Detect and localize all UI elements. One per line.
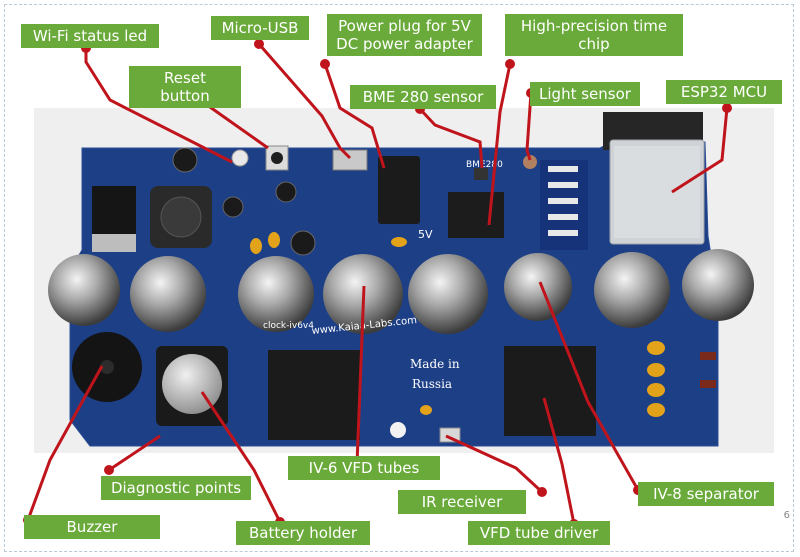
pointer-lines xyxy=(26,43,729,525)
page-number: 6 xyxy=(783,510,790,521)
label-battery-holder: Battery holder xyxy=(236,521,370,545)
label-micro-usb: Micro-USB xyxy=(211,16,309,40)
label-buzzer: Buzzer xyxy=(24,515,160,539)
label-power-plug: Power plug for 5V DC power adapter xyxy=(327,14,482,56)
label-light-sensor: Light sensor xyxy=(530,82,640,106)
slide-frame xyxy=(4,4,794,552)
cap-2 xyxy=(275,181,297,203)
silk-5v: 5V xyxy=(418,228,433,241)
label-diagnostic-points: Diagnostic points xyxy=(101,476,251,500)
silk-bme: BME280 xyxy=(466,160,503,170)
label-ir-receiver: IR receiver xyxy=(398,490,526,514)
regulator xyxy=(92,186,136,240)
cap-3 xyxy=(222,196,244,218)
resistor-column xyxy=(540,160,588,250)
cap-4 xyxy=(290,230,316,256)
label-iv8-separator: IV-8 separator xyxy=(638,482,774,506)
label-reset-button: Reset button xyxy=(129,66,241,108)
bme280-chip xyxy=(474,168,488,180)
wifi-led-part xyxy=(231,149,249,167)
esp32-module xyxy=(603,112,705,245)
label-wifi-led: Wi-Fi status led xyxy=(21,24,159,48)
capacitor-5v xyxy=(391,237,407,247)
label-esp32: ESP32 MCU xyxy=(666,80,782,104)
cap-1 xyxy=(172,147,198,173)
label-vfd-tubes: IV-6 VFD tubes xyxy=(288,456,440,480)
micro-usb-port xyxy=(332,149,368,171)
silk-model: clock-iv6v4 xyxy=(263,321,314,331)
silk-made-in: Made in xyxy=(410,357,460,371)
light-sensor xyxy=(523,155,537,169)
label-time-chip: High-precision time chip xyxy=(505,14,683,56)
driver-chip-ic7 xyxy=(268,350,360,440)
time-chip xyxy=(448,192,504,238)
silk-russia: Russia xyxy=(412,377,452,391)
power-jack xyxy=(378,156,420,224)
led-c5 xyxy=(390,422,406,438)
vfd-tube-row xyxy=(48,249,754,334)
label-vfd-driver: VFD tube driver xyxy=(468,521,610,545)
label-bme280: BME 280 sensor xyxy=(350,85,496,109)
